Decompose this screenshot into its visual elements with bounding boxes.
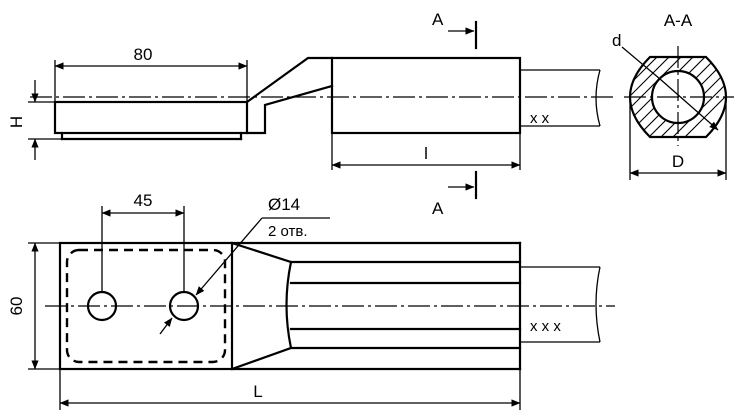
side-view-cable [520, 69, 601, 127]
section-cut-mark-bottom: A [432, 170, 478, 218]
side-view: x x 80 H l A [7, 10, 615, 218]
side-view-cable-marks: x x [530, 110, 550, 127]
dimension-l-label: l [424, 144, 428, 163]
section-cut-label-bottom: A [432, 199, 444, 218]
dimension-l: l [331, 133, 521, 170]
plan-view-taper [230, 241, 522, 264]
plan-view-cable [520, 266, 601, 343]
dimension-big-l-label: L [253, 382, 262, 401]
side-view-taper [245, 56, 334, 104]
dimension-h: H [7, 80, 62, 160]
dimension-45: 45 [101, 191, 185, 292]
plan-view-cable-marks: x x x [530, 318, 561, 335]
dimension-80: 80 [54, 45, 248, 102]
dimension-h-label: H [7, 116, 26, 128]
side-view-pad [53, 100, 249, 135]
section-a-a: A-A d [612, 11, 734, 180]
dimension-d: d [612, 31, 719, 131]
plan-view: x x x 45 Ø14 2 отв. 60 [7, 191, 615, 410]
dimension-60: 60 [7, 242, 60, 370]
section-outline [628, 55, 728, 139]
dimension-45-label: 45 [134, 191, 153, 210]
section-title: A-A [664, 11, 693, 30]
side-view-barrel [330, 56, 522, 135]
dimension-big-d: D [629, 100, 727, 180]
dimension-d-label: d [612, 31, 621, 50]
dimension-hole-diameter-label: Ø14 [268, 195, 300, 214]
dimension-big-l: L [59, 369, 521, 410]
section-cut-label-top: A [432, 10, 444, 29]
dimension-80-label: 80 [134, 45, 153, 64]
dimension-hole-count-label: 2 отв. [268, 223, 308, 240]
dimension-60-label: 60 [7, 297, 26, 316]
dimension-hole: Ø14 2 отв. [159, 195, 330, 335]
section-cut-mark-top: A [432, 10, 478, 50]
dimension-big-d-label: D [672, 152, 684, 171]
